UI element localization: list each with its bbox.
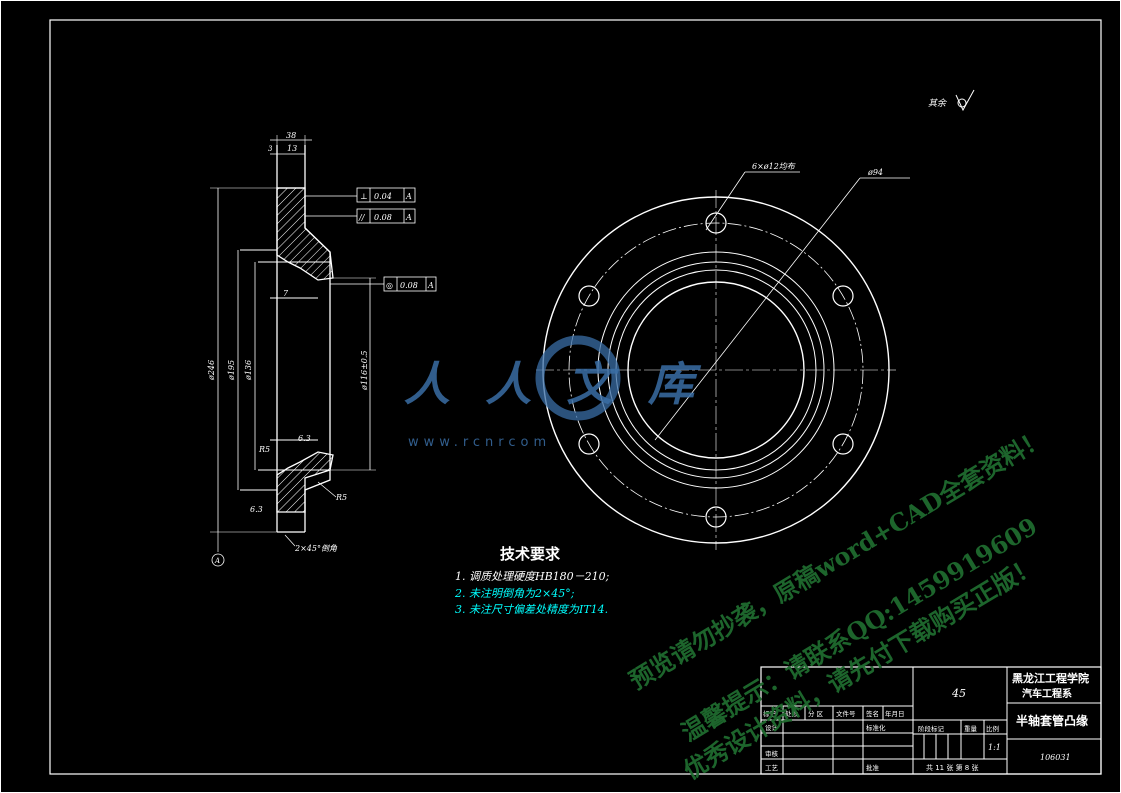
header-sign: 签名 [866,709,879,718]
tech-req-item-1: 1. 调质处理硬度HB180－210; [455,570,610,583]
tol2-sym: // [358,213,366,222]
pcd-note: ø94 [867,168,883,177]
dim-dia-bore: ø136 [244,360,253,381]
dept-name: 汽车工程系 [1022,687,1072,700]
holes-leader [705,171,746,231]
school-name: 黑龙江工程学院 [1012,671,1089,685]
tol3-sym: ◎ [386,281,393,290]
label-ratio: 比例 [986,724,999,733]
header-doc: 文件号 [836,709,856,718]
part-name: 半轴套管凸缘 [1016,713,1088,728]
inner-frame [49,19,1102,775]
bolt-hole-6 [578,285,600,307]
dim-step: 7 [283,289,289,298]
leader-r5b [317,481,337,498]
sheet-info: 共 11 张 第 8 张 [926,763,979,772]
rough-b: 6.3 [250,505,263,514]
tol1-ref: A [405,192,412,201]
drawing-no: 106031 [1040,753,1071,762]
dim-top-small: 3 [268,145,273,153]
tol3-val: 0.08 [400,281,418,290]
tolerance-frame-1: ⊥ 0.04 A [305,187,416,203]
label-approve: 批准 [866,763,880,772]
tech-req-item-2: 2. 未注明倒角为2×45°; [454,587,575,600]
label-stage: 阶段标记 [918,724,945,733]
tol3-ref: A [427,281,434,290]
material: 45 [951,687,966,700]
datum-circle-icon [211,553,225,567]
tolerance-frame-3: ◎ 0.08 A [330,276,437,292]
tol1-sym: ⊥ [360,192,368,201]
dim-top-overall: 38 [286,131,296,140]
dim-dia-pilot: ø195 [227,360,236,381]
tech-req-title: 技术要求 [500,545,561,563]
dim-dia-mid: ø116±0.5 [360,350,369,391]
pcd-leader [654,177,861,441]
label-process: 工艺 [765,764,779,772]
watermark-logo-ring-icon [535,335,621,421]
label-weight: 重量 [964,725,978,733]
tech-req-item-3: 3. 未注尺寸偏差处精度为IT14. [455,603,608,616]
tol2-ref: A [405,213,412,222]
datum-label: A [214,557,220,565]
tolerance-frame-2: // 0.08 A [305,208,416,224]
header-mark: 标记 [763,709,777,718]
label-design: 设计 [765,723,779,732]
bolt-hole-2 [832,285,854,307]
watermark-logo: 人人文库 www.rcnrcom [404,335,702,450]
title-block [760,666,1102,775]
section-outline-face [304,145,331,532]
dim-top-inner: 13 [287,144,297,153]
label-standard: 标准化 [866,723,886,732]
header-date: 年月日 [885,709,905,718]
tol1-val: 0.04 [374,192,392,201]
roughness-note-label: 其余 [928,98,947,109]
chamfer-note: 2×45°倒角 [294,544,338,553]
bolt-hole-3 [832,433,854,455]
tol2-val: 0.08 [374,213,392,222]
radius-r5b: R5 [335,493,347,502]
rough-a: 6.3 [298,434,311,443]
watermark-url: www.rcnrcom [408,435,551,450]
side-section-view: 38 13 3 ø246 ø195 ø136 ø116±0.5 7 6.3 6.… [207,131,437,567]
holes-note: 6×ø12均布 [752,162,796,171]
label-review: 审核 [765,749,779,758]
scale-value: 1:1 [988,743,1001,752]
bolt-hole-5 [578,433,600,455]
leader-chamfer [284,534,296,547]
header-count: 处数 [785,709,799,718]
header-zone: 分 区 [808,709,824,718]
roughness-symbol-icon [955,89,975,112]
dim-dia-outer: ø246 [207,360,216,381]
technical-requirements: 技术要求 1. 调质处理硬度HB180－210; 2. 未注明倒角为2×45°;… [454,545,610,616]
radius-r5: R5 [258,445,270,454]
